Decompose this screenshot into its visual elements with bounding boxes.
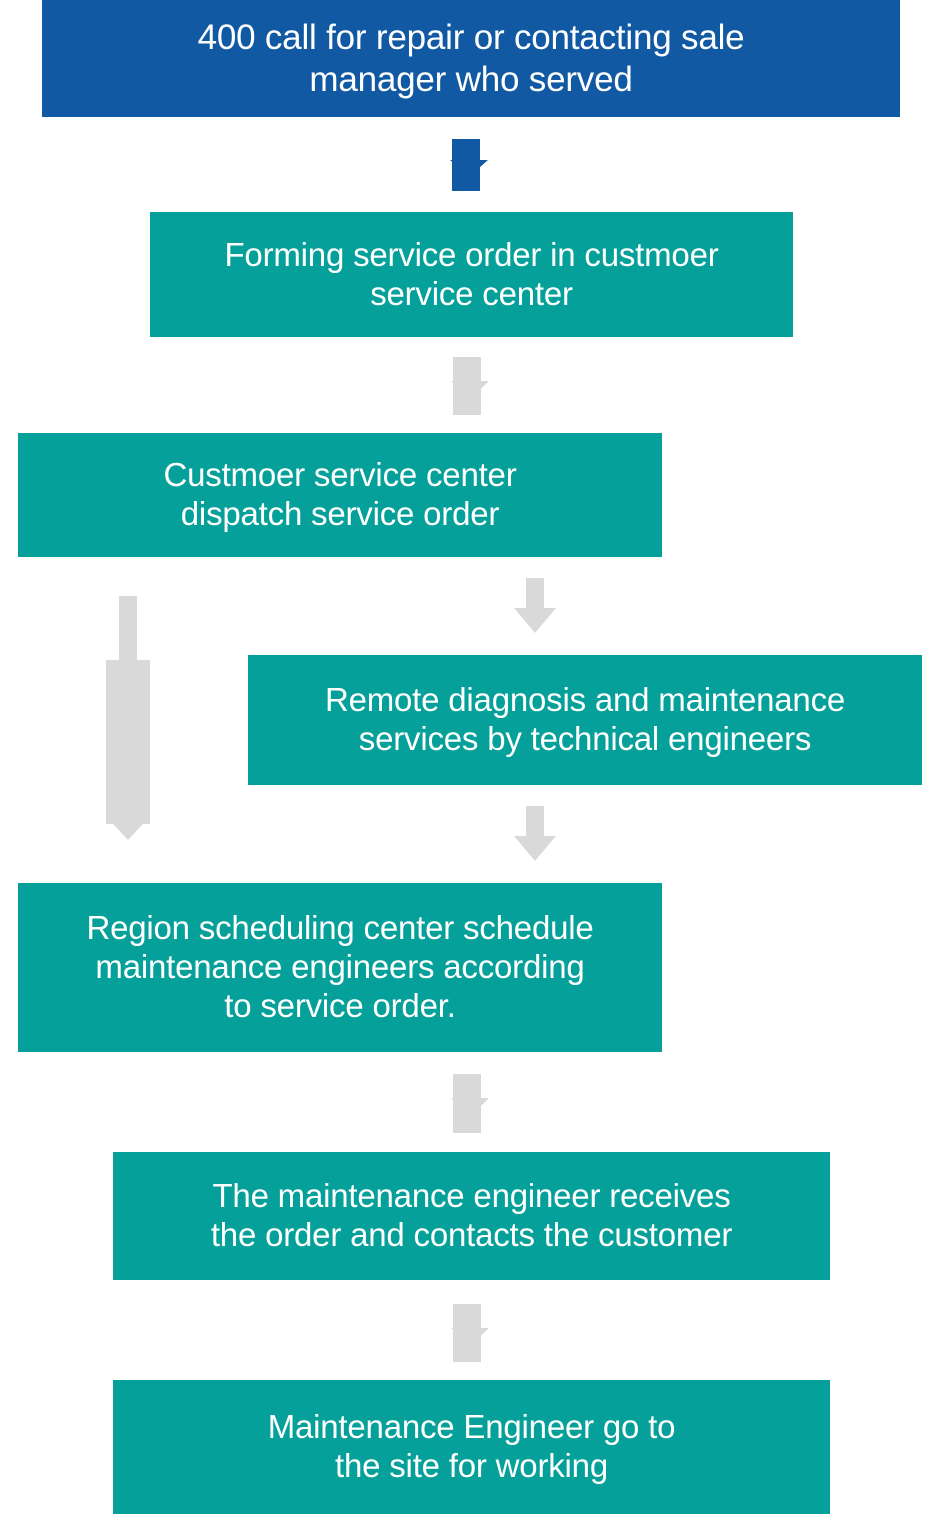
node-engineer-receives-label: The maintenance engineer receives the or… bbox=[210, 1177, 733, 1253]
arrow-down-icon bbox=[514, 578, 556, 633]
connector-engineer-receives-to-engineer-onsite bbox=[448, 1304, 490, 1362]
arrow-down-icon bbox=[451, 357, 489, 415]
node-remote-diagnosis[interactable]: Remote diagnosis and maintenance service… bbox=[248, 655, 922, 785]
connector-dispatch-to-remote-diagnosis bbox=[513, 578, 557, 636]
connector-form-order-to-dispatch bbox=[448, 357, 490, 415]
arrow-down-long-icon bbox=[106, 596, 150, 840]
node-region-scheduling[interactable]: Region scheduling center schedule mainte… bbox=[18, 883, 662, 1052]
arrow-down-icon bbox=[450, 139, 488, 191]
node-dispatch-order[interactable]: Custmoer service center dispatch service… bbox=[18, 433, 662, 557]
arrow-down-icon bbox=[451, 1074, 489, 1133]
connector-remote-diagnosis-to-region-scheduling bbox=[513, 806, 557, 864]
node-remote-diagnosis-label: Remote diagnosis and maintenance service… bbox=[324, 681, 846, 757]
connector-region-scheduling-to-engineer-receives bbox=[448, 1074, 490, 1133]
node-start[interactable]: 400 call for repair or contacting sale m… bbox=[42, 0, 900, 117]
node-form-order[interactable]: Forming service order in custmoer servic… bbox=[150, 212, 793, 337]
connector-dispatch-to-region-scheduling bbox=[104, 596, 152, 846]
node-region-scheduling-label: Region scheduling center schedule mainte… bbox=[86, 909, 594, 1024]
node-engineer-onsite-label: Maintenance Engineer go to the site for … bbox=[267, 1408, 676, 1484]
arrow-down-icon bbox=[451, 1304, 489, 1362]
arrow-down-icon bbox=[514, 806, 556, 861]
node-form-order-label: Forming service order in custmoer servic… bbox=[224, 235, 719, 312]
connector-start-to-form-order bbox=[448, 139, 490, 191]
node-dispatch-order-label: Custmoer service center dispatch service… bbox=[163, 456, 517, 532]
node-engineer-receives[interactable]: The maintenance engineer receives the or… bbox=[113, 1152, 830, 1280]
node-engineer-onsite[interactable]: Maintenance Engineer go to the site for … bbox=[113, 1380, 830, 1514]
node-start-label: 400 call for repair or contacting sale m… bbox=[197, 18, 745, 99]
